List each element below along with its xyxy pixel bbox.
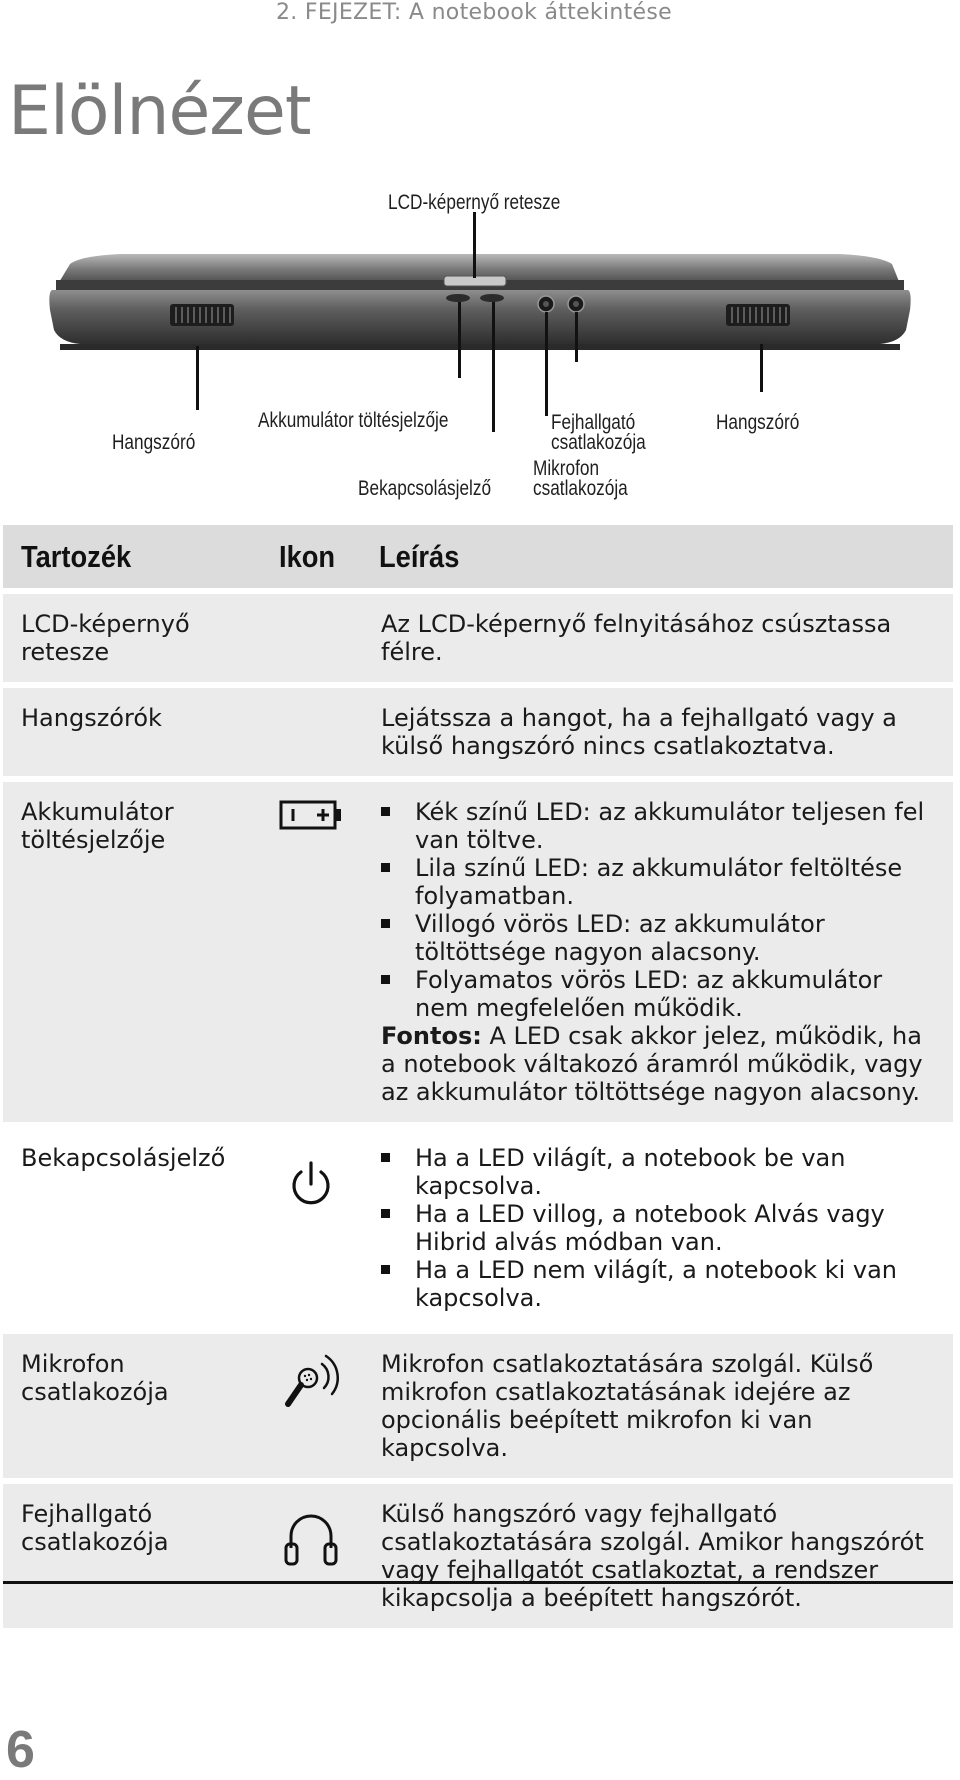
list-item: Lila színű LED: az akkumulátor feltöltés… [381,854,935,910]
component-description: Lejátssza a hangot, ha a fejhallgató vag… [361,682,953,779]
callout-speaker-left: Hangszóró [112,431,196,454]
chapter-header: 2. FEJEZET: A notebook áttekintése [276,0,672,25]
table-row: Hangszórók Lejátssza a hangot, ha a fejh… [3,682,953,779]
list-item: Ha a LED világít, a notebook be van kapc… [381,1144,935,1200]
callout-microphone-jack: csatlakozója [533,477,628,500]
column-header-icon: Ikon [261,525,361,591]
callout-power-indicator: Bekapcsolásjelző [358,477,492,500]
component-icon-cell [261,682,361,779]
callout-microphone-jack: Mikrofon [533,457,600,480]
table-row: Fejhallgató csatlakozója Külső hangszóró… [3,1478,953,1628]
table-row: Akkumulátor töltésjelzője Kék színű LED:… [3,776,953,1125]
table-header-row: Tartozék Ikon Leírás [3,525,953,591]
pointer-line [575,312,578,362]
component-description: Kék színű LED: az akkumulátor teljesen f… [361,776,953,1125]
list-item: Kék színű LED: az akkumulátor teljesen f… [381,798,935,854]
table-row: Bekapcsolásjelző Ha a LED világít, a not… [3,1122,953,1331]
table-row: LCD-képernyő retesze Az LCD-képernyő fel… [3,588,953,685]
component-icon-cell [261,588,361,685]
component-name: Mikrofon csatlakozója [3,1328,261,1481]
component-icon-cell [261,776,361,1125]
important-note: Fontos: A LED csak akkor jelez, működik,… [381,1022,935,1106]
component-name: LCD-képernyő retesze [3,588,261,685]
component-icon-cell [261,1478,361,1628]
battery-led-list: Kék színű LED: az akkumulátor teljesen f… [381,798,935,1022]
pointer-line [196,346,199,410]
component-description: Mikrofon csatlakoztatására szolgál. Küls… [361,1328,953,1481]
table-row: Mikrofon csatlakozója Mikrofon csatlakoz… [3,1328,953,1481]
power-icon [292,1161,330,1205]
callout-speaker-right: Hangszóró [716,411,800,434]
component-description: Külső hangszóró vagy fejhallgató csatlak… [361,1478,953,1628]
component-description: Ha a LED világít, a notebook be van kapc… [361,1122,953,1331]
battery-icon [279,800,341,830]
list-item: Ha a LED nem világít, a notebook ki van … [381,1256,935,1312]
list-item: Folyamatos vörös LED: az akkumulátor nem… [381,966,935,1022]
table-bottom-rule [3,1581,953,1584]
notebook-front-image [49,254,911,350]
notebook-front-figure: LCD-képernyő retesze Hangszóró Akkumulát… [0,180,960,520]
component-table: Tartozék Ikon Leírás LCD-képernyő retesz… [3,525,953,1628]
callout-headphone-jack: csatlakozója [551,431,646,454]
component-name: Hangszórók [3,682,261,779]
component-name: Fejhallgató csatlakozója [3,1478,261,1628]
note-text: A LED csak akkor jelez, működik, ha a no… [381,1022,923,1106]
page-number: 6 [6,1721,35,1779]
component-name: Akkumulátor töltésjelzője [3,776,261,1125]
callout-battery-indicator: Akkumulátor töltésjelzője [258,409,449,432]
callout-lcd-latch: LCD-képernyő retesze [388,191,561,214]
callout-headphone-jack: Fejhallgató [551,411,636,434]
pointer-line [473,212,476,278]
headphone-icon [284,1514,338,1566]
column-header-description: Leírás [361,525,953,591]
list-item: Villogó vörös LED: az akkumulátor töltöt… [381,910,935,966]
component-icon-cell [261,1122,361,1331]
pointer-line [760,344,763,392]
list-item: Ha a LED villog, a notebook Alvás vagy H… [381,1200,935,1256]
column-header-component: Tartozék [3,525,261,591]
component-name: Bekapcsolásjelző [3,1122,261,1331]
pointer-line [545,312,548,416]
component-icon-cell [261,1328,361,1481]
power-led-list: Ha a LED világít, a notebook be van kapc… [381,1144,935,1312]
microphone-icon [285,1354,339,1407]
page-title: Elölnézet [8,72,311,151]
component-description: Az LCD-képernyő felnyitásához csúsztassa… [361,588,953,685]
note-label: Fontos: [381,1022,482,1050]
pointer-line [492,302,495,432]
pointer-line [458,302,461,378]
